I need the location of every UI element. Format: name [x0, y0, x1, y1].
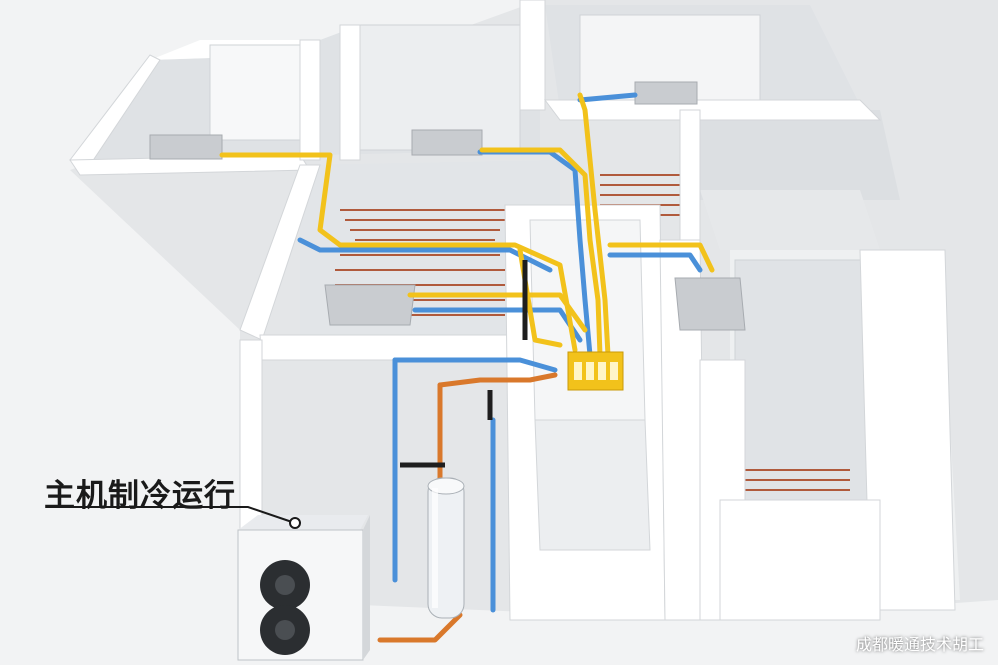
distribution-manifold — [567, 351, 624, 391]
pipe-fittings — [400, 260, 528, 468]
annotation-leader — [46, 506, 301, 529]
fan-coil-units — [149, 81, 746, 331]
watermark-text: 成都暖通技术胡工 — [855, 635, 984, 654]
buffer-water-tank — [427, 477, 465, 619]
supply-pipes — [219, 92, 715, 358]
room-top-right — [545, 5, 860, 110]
annotation-label: 主机制冷运行 — [44, 478, 236, 514]
outdoor-heat-pump-unit — [237, 515, 370, 661]
walls — [69, 0, 956, 621]
room-top-middle — [320, 24, 540, 155]
